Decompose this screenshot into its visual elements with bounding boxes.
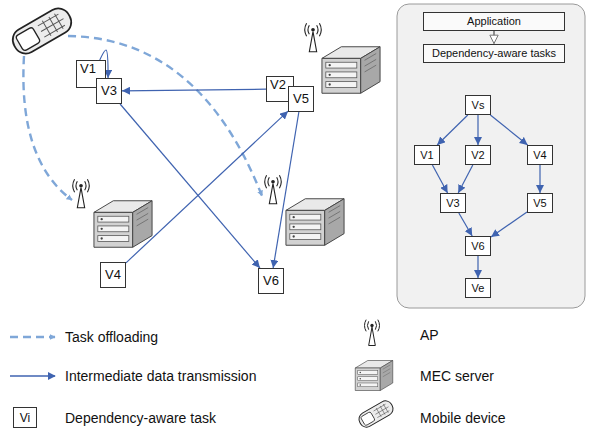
mec-server-icon: [322, 47, 380, 94]
node-label: Dependency-aware tasks: [432, 47, 556, 60]
task-box: V4: [527, 145, 553, 165]
task-box: V6: [465, 236, 491, 256]
legend-phone-icon: [356, 398, 395, 429]
legend-text: Task offloading: [65, 329, 158, 345]
stage-box: Application: [423, 12, 565, 31]
node-label: V3: [446, 197, 459, 210]
node-label: V1: [420, 149, 433, 162]
offloading-arrow: [23, 56, 72, 200]
mec-server-icon: [94, 201, 152, 248]
task-box: V6: [258, 268, 284, 294]
data-arrow: [459, 213, 472, 236]
task-box: Vs: [465, 95, 491, 115]
task-box: V1: [414, 145, 440, 165]
data-arrow: [122, 89, 266, 91]
task-box: V4: [100, 262, 126, 288]
task-box: V5: [288, 86, 314, 112]
data-arrow: [491, 212, 527, 237]
legend-server-icon: [355, 361, 393, 391]
legend-solid-arrow: [10, 375, 55, 376]
legend-item: MEC server: [420, 368, 494, 384]
offloading-arrow: [68, 36, 262, 196]
legend-item: Mobile device: [420, 410, 506, 426]
data-arrow: [437, 115, 468, 145]
data-arrow: [490, 115, 527, 145]
data-arrow: [120, 104, 260, 268]
legend-item: Dependency-aware task: [65, 410, 216, 426]
legend-task-sample: Vi: [13, 407, 37, 428]
legend-text: Mobile device: [420, 410, 506, 426]
legend-text: Dependency-aware task: [65, 410, 216, 426]
data-arrow: [477, 256, 478, 278]
stage-box: Dependency-aware tasks: [423, 44, 565, 63]
legend-item: Intermediate data transmission: [65, 368, 256, 384]
ap-icon: [73, 179, 90, 207]
ap-icon: [265, 175, 282, 203]
legend-dashed-arrow: [10, 336, 55, 338]
data-arrow: [273, 112, 299, 268]
node-label: V2: [270, 78, 286, 93]
task-box: V3: [440, 193, 466, 213]
task-box: Ve: [465, 278, 491, 298]
data-arrow: [539, 165, 540, 193]
task-box: V3: [96, 78, 122, 104]
node-label: Ve: [472, 282, 485, 295]
legend-item: AP: [420, 327, 439, 343]
ap-icon: [305, 23, 322, 51]
node-label: V4: [533, 149, 546, 162]
data-arrow: [493, 31, 495, 44]
legend-text: MEC server: [420, 368, 494, 384]
node-label: V3: [101, 84, 117, 99]
legend-text: Intermediate data transmission: [65, 368, 256, 384]
task-box: V5: [527, 193, 553, 213]
legend-ap-icon: [365, 320, 380, 346]
node-label: Application: [467, 15, 521, 28]
mobile-device-icon: [8, 4, 75, 58]
node-label: V5: [293, 92, 309, 107]
data-arrow: [458, 165, 473, 193]
node-label: V6: [471, 240, 484, 253]
data-arrow: [126, 111, 288, 263]
application-panel: [397, 4, 585, 308]
mec-server-icon: [286, 199, 344, 246]
node-label: V5: [533, 197, 546, 210]
legend-item: Task offloading: [65, 329, 158, 345]
node-label: Vs: [472, 99, 485, 112]
node-label: V6: [263, 274, 279, 289]
node-label: V1: [80, 62, 96, 77]
data-arrow: [477, 115, 478, 145]
node-label: V4: [105, 268, 121, 283]
data-arrow: [432, 165, 447, 193]
node-label: V2: [471, 149, 484, 162]
legend-text: AP: [420, 327, 439, 343]
task-box: V2: [465, 145, 491, 165]
